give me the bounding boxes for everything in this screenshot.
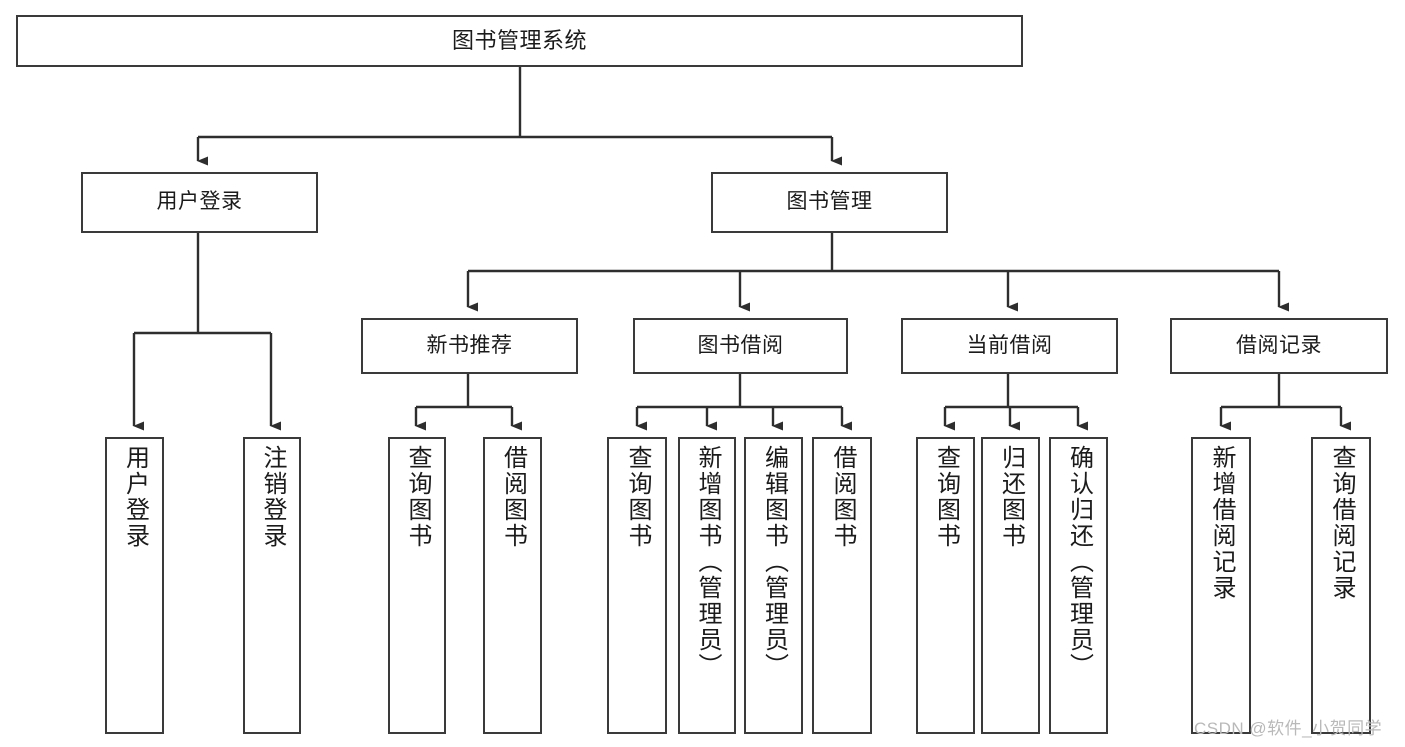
node-book-management-label: 图书管理: [786, 190, 873, 214]
node-leaf-logout-login-label: 注销登录: [259, 445, 286, 549]
node-leaf-query-borrow-record-label: 查询借阅记录: [1328, 445, 1355, 601]
node-leaf-query-book-2-label: 查询图书: [624, 445, 651, 549]
node-book-borrow-label: 图书借阅: [697, 333, 784, 357]
node-leaf-query-book-1[interactable]: 查询图书: [388, 437, 446, 734]
node-leaf-add-book-admin[interactable]: 新增图书（管理员）: [678, 437, 736, 734]
node-leaf-user-login-label: 用户登录: [121, 445, 149, 549]
node-leaf-query-book-3-label: 查询图书: [932, 445, 960, 549]
node-borrow-record-label: 借阅记录: [1236, 333, 1322, 357]
node-leaf-query-book-2[interactable]: 查询图书: [607, 437, 667, 734]
node-borrow-record[interactable]: 借阅记录: [1170, 318, 1388, 374]
node-current-borrow-label: 当前借阅: [966, 333, 1053, 357]
node-user-login[interactable]: 用户登录: [81, 172, 318, 233]
node-leaf-confirm-return-admin-label: 确认归还（管理员）: [1065, 445, 1093, 679]
node-leaf-user-login[interactable]: 用户登录: [105, 437, 164, 734]
node-leaf-query-book-3[interactable]: 查询图书: [916, 437, 975, 734]
node-leaf-confirm-return-admin[interactable]: 确认归还（管理员）: [1049, 437, 1108, 734]
node-root-book-management-system[interactable]: 图书管理系统: [16, 15, 1023, 67]
node-leaf-edit-book-admin-label: 编辑图书（管理员）: [760, 445, 788, 679]
node-leaf-borrow-book-1[interactable]: 借阅图书: [483, 437, 542, 734]
node-book-borrow[interactable]: 图书借阅: [633, 318, 848, 374]
node-new-book-recommend[interactable]: 新书推荐: [361, 318, 578, 374]
node-leaf-query-book-1-label: 查询图书: [404, 445, 431, 549]
node-leaf-return-book[interactable]: 归还图书: [981, 437, 1040, 734]
node-leaf-query-borrow-record[interactable]: 查询借阅记录: [1311, 437, 1371, 734]
node-leaf-return-book-label: 归还图书: [997, 445, 1025, 549]
node-leaf-edit-book-admin[interactable]: 编辑图书（管理员）: [744, 437, 803, 734]
node-book-management[interactable]: 图书管理: [711, 172, 948, 233]
node-current-borrow[interactable]: 当前借阅: [901, 318, 1118, 374]
node-leaf-borrow-book-2-label: 借阅图书: [829, 445, 856, 549]
node-new-book-recommend-label: 新书推荐: [426, 333, 513, 357]
node-leaf-add-borrow-record-label: 新增借阅记录: [1208, 445, 1235, 601]
node-leaf-add-book-admin-label: 新增图书（管理员）: [694, 445, 721, 679]
node-leaf-add-borrow-record[interactable]: 新增借阅记录: [1191, 437, 1251, 734]
csdn-watermark: CSDN @软件_小贺同学: [1194, 719, 1383, 738]
node-user-login-label: 用户登录: [156, 190, 243, 214]
node-leaf-borrow-book-1-label: 借阅图书: [499, 445, 527, 549]
node-root-label: 图书管理系统: [451, 28, 587, 54]
node-leaf-logout-login[interactable]: 注销登录: [243, 437, 301, 734]
node-leaf-borrow-book-2[interactable]: 借阅图书: [812, 437, 872, 734]
